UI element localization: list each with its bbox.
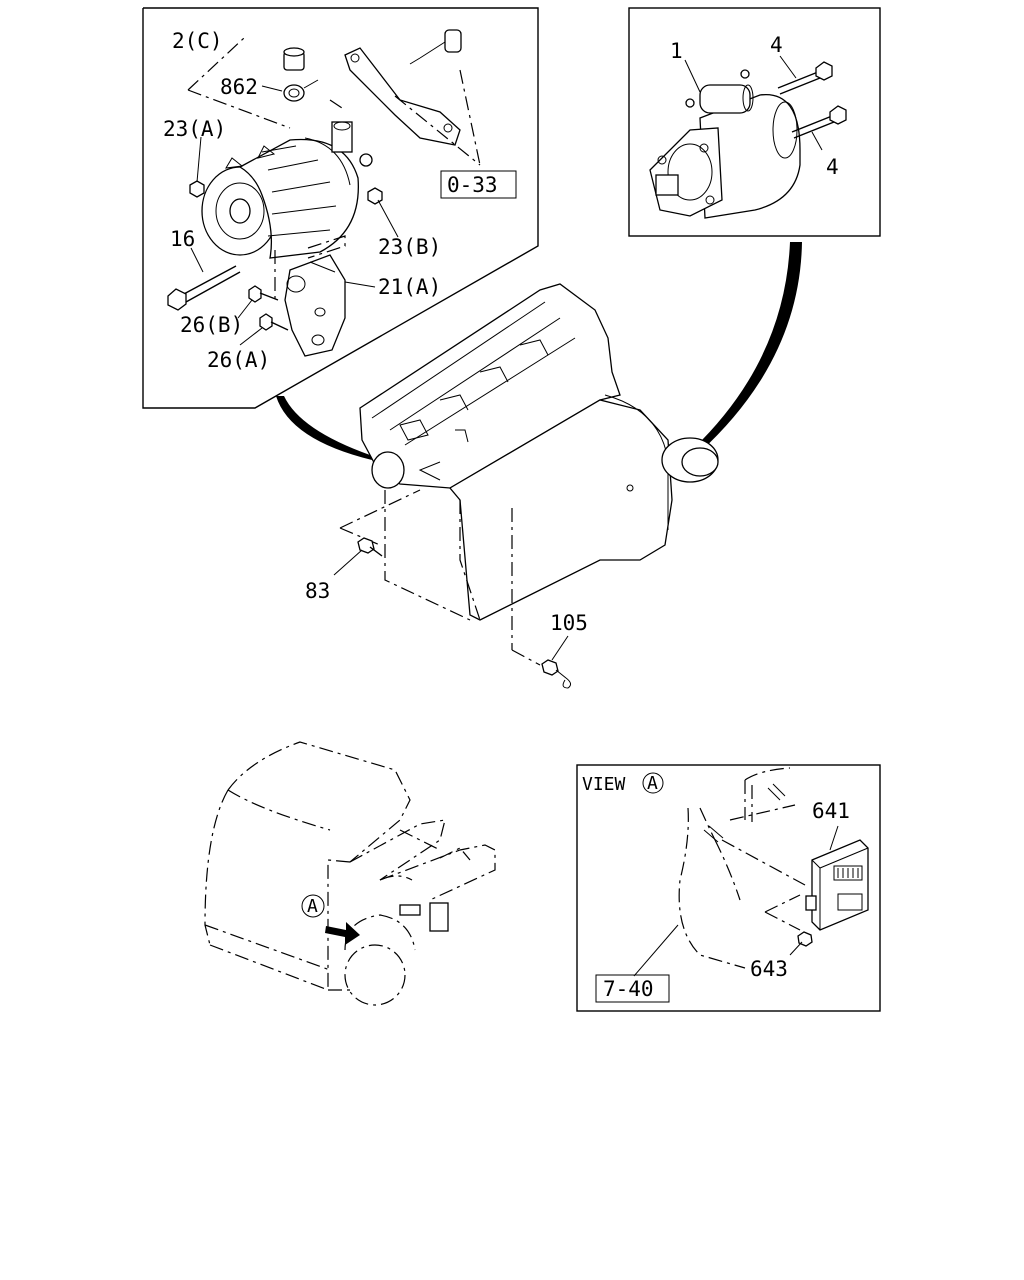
engine-block bbox=[339, 283, 719, 666]
direction-arrow bbox=[325, 922, 360, 945]
ref-box-740 bbox=[595, 974, 670, 1003]
mount-bracket bbox=[284, 254, 346, 357]
ground-bolt-105 bbox=[541, 659, 572, 689]
callout-16: 16 bbox=[170, 227, 195, 251]
view-marker-circle bbox=[301, 894, 325, 918]
callout-26a: 26(A) bbox=[207, 348, 270, 372]
callout-4-top: 4 bbox=[770, 33, 783, 57]
view-label-marker: A bbox=[647, 773, 658, 794]
callout-4-bottom: 4 bbox=[826, 155, 839, 179]
alternator-inset: 2(C) 862 23(A) 16 23(B) 21(A) 26(B) 26(A… bbox=[142, 7, 539, 409]
callout-23b: 23(B) bbox=[378, 235, 441, 259]
callout-033: 0-33 bbox=[447, 173, 498, 197]
relay-box-641 bbox=[805, 839, 869, 931]
view-marker-a: A bbox=[307, 896, 318, 917]
callout-2c: 2(C) bbox=[172, 29, 223, 53]
arrow-alternator-to-engine bbox=[276, 396, 372, 460]
screw-left bbox=[703, 825, 724, 843]
callout-21a: 21(A) bbox=[378, 275, 441, 299]
bolt-16 bbox=[167, 265, 241, 311]
callout-862: 862 bbox=[220, 75, 258, 99]
cap-and-washer bbox=[283, 47, 319, 102]
screw-top bbox=[767, 783, 786, 801]
starter-bolt-bottom bbox=[791, 105, 847, 139]
starter-motor bbox=[649, 69, 801, 219]
callout-1: 1 bbox=[670, 39, 683, 63]
arrow-starter-to-engine bbox=[694, 242, 802, 452]
view-a-inset: VIEW A 641 643 bbox=[576, 764, 881, 1012]
vehicle-outline: A bbox=[204, 741, 496, 1006]
bolt-26b bbox=[248, 285, 279, 303]
nut-23b bbox=[367, 187, 383, 205]
callout-740: 7-40 bbox=[603, 977, 654, 1001]
nut-23a bbox=[189, 180, 205, 198]
starter-inset: 1 4 4 bbox=[628, 7, 881, 237]
brace-bracket bbox=[344, 29, 462, 146]
callout-641: 641 bbox=[812, 799, 850, 823]
callout-643: 643 bbox=[750, 957, 788, 981]
callout-23a: 23(A) bbox=[163, 117, 226, 141]
callout-83: 83 bbox=[305, 579, 330, 603]
alternator bbox=[201, 121, 373, 259]
view-label: VIEW bbox=[582, 774, 626, 795]
view-label-marker-circle bbox=[642, 772, 664, 794]
ref-box-033 bbox=[440, 170, 517, 199]
callout-26b: 26(B) bbox=[180, 313, 243, 337]
starter-bolt-top bbox=[777, 61, 833, 95]
callout-105: 105 bbox=[550, 611, 588, 635]
ground-bolt-83 bbox=[357, 537, 383, 557]
bolt-26a bbox=[259, 313, 289, 331]
